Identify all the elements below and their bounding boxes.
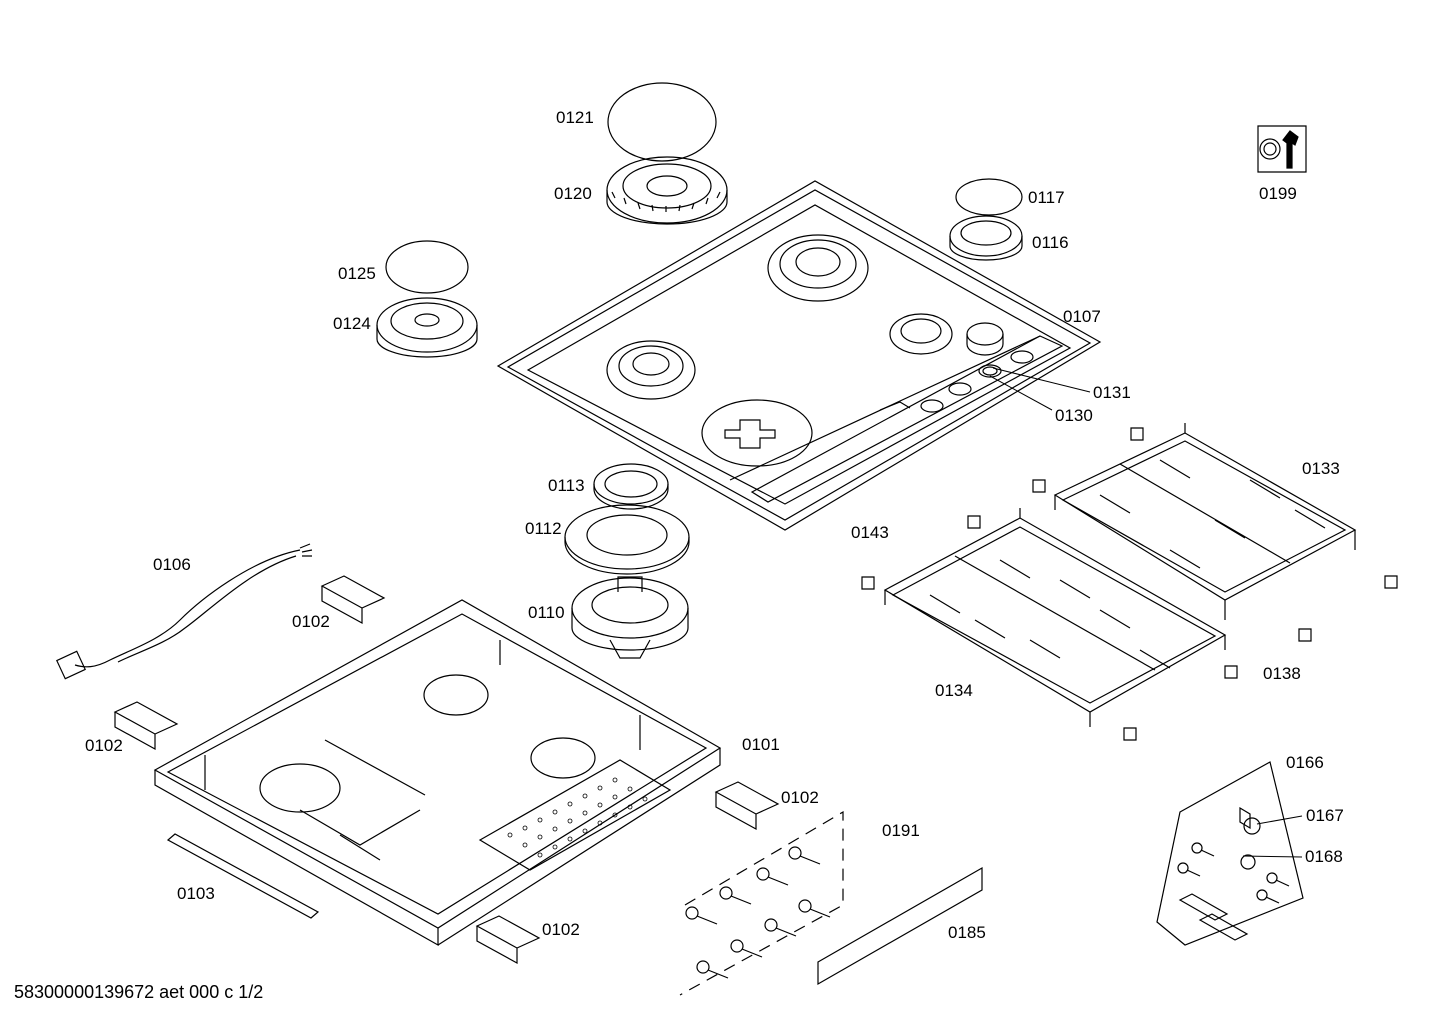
bottom-tray-vent-holes: [508, 778, 647, 857]
label-0143: 0143: [851, 523, 889, 542]
label-0101: 0101: [742, 735, 780, 754]
hob-burner-recess-left: [607, 341, 695, 399]
burner-crown-0116: [950, 216, 1022, 260]
label-0102-d: 0102: [542, 920, 580, 939]
hob-top-plate: [498, 181, 1100, 530]
label-0130: 0130: [1055, 406, 1093, 425]
label-0117: 0117: [1028, 188, 1065, 207]
label-0131: 0131: [1093, 383, 1131, 402]
wok-ring-0112: [565, 505, 689, 574]
label-0167: 0167: [1306, 806, 1344, 825]
strip-0185: [818, 868, 982, 984]
pan-support-rear-0133: [1055, 423, 1355, 620]
label-0124: 0124: [333, 314, 371, 333]
label-0106: 0106: [153, 555, 191, 574]
label-0134: 0134: [935, 681, 973, 700]
label-0133: 0133: [1302, 459, 1340, 478]
document-code: 58300000139672 aet 000 c 1/2: [14, 982, 264, 1002]
hob-burner-recess-small: [890, 314, 952, 354]
hob-burner-recess-front-wok: [702, 400, 812, 466]
label-0125: 0125: [338, 264, 376, 283]
label-0116: 0116: [1032, 233, 1069, 252]
bottom-tray-0101: [155, 600, 720, 945]
label-0120: 0120: [554, 184, 592, 203]
bracket-0102-a: [322, 576, 384, 623]
bracket-0102-d: [477, 916, 539, 963]
gas-kit-0166: [1157, 762, 1303, 945]
burner-cap-0125: [386, 241, 468, 293]
label-0110: 0110: [528, 603, 565, 622]
label-0199: 0199: [1259, 184, 1297, 203]
label-0107: 0107: [1063, 307, 1101, 326]
wok-burner-base-0110: [572, 577, 688, 658]
label-0103: 0103: [177, 884, 215, 903]
label-0102-b: 0102: [85, 736, 123, 755]
burner-crown-0120: [607, 157, 727, 224]
bracket-0102-b: [115, 702, 177, 749]
wrench-nut-icon: [1258, 126, 1306, 172]
burner-cap-0121: [608, 83, 716, 161]
rubber-feet-0138: [862, 428, 1397, 740]
label-0112: 0112: [525, 519, 562, 538]
hob-knob-0130: [967, 323, 1003, 355]
hob-burner-recess-rear-right: [768, 235, 868, 301]
power-cable-0106: [57, 544, 312, 679]
wok-cap-0113: [594, 464, 668, 509]
burner-cap-0117: [956, 179, 1022, 215]
label-0138: 0138: [1263, 664, 1301, 683]
leader-lines: [990, 196, 1302, 857]
bracket-0102-c: [716, 782, 778, 829]
burner-crown-0124: [377, 298, 477, 357]
screw-set-0191: [680, 812, 843, 995]
label-0168: 0168: [1305, 847, 1343, 866]
label-0102-a: 0102: [292, 612, 330, 631]
label-0121: 0121: [556, 108, 594, 127]
label-0191: 0191: [882, 821, 920, 840]
label-0166: 0166: [1286, 753, 1324, 772]
label-0113: 0113: [548, 476, 585, 495]
label-0102-c: 0102: [781, 788, 819, 807]
label-0185: 0185: [948, 923, 986, 942]
pan-support-front-0134: [885, 508, 1225, 727]
seal-strip-0103: [168, 834, 318, 918]
